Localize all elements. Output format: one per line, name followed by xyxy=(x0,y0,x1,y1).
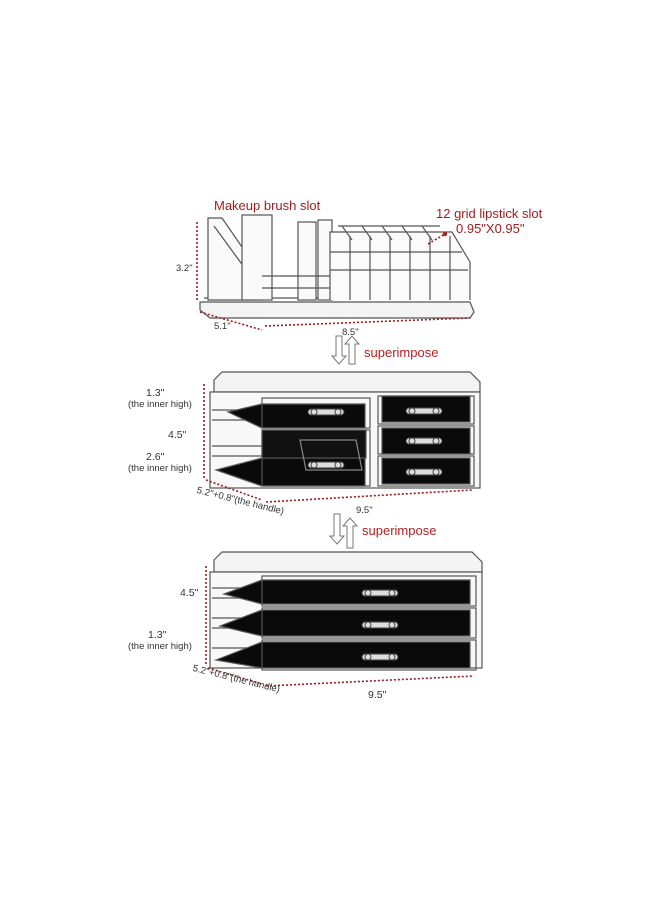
mid-h1-label: 1.3" xyxy=(146,387,165,399)
top-dimension-lines xyxy=(196,222,471,331)
superimpose-label-2: superimpose xyxy=(362,523,437,538)
lipstick-slot-label: 12 grid lipstick slot xyxy=(436,206,543,221)
bot-width-label: 9.5" xyxy=(368,689,387,701)
superimpose-label-1: superimpose xyxy=(364,345,439,360)
bot-h2-label: 1.3" xyxy=(148,629,167,641)
bot-h2-note: (the inner high) xyxy=(128,641,192,652)
top-width-label: 8.5" xyxy=(342,327,359,338)
middle-dimension-lines xyxy=(203,384,473,503)
mid-h2-label: 4.5" xyxy=(168,429,187,441)
middle-drawer-handles xyxy=(307,407,443,476)
bot-h1-label: 4.5" xyxy=(180,587,199,599)
brush-slot-label: Makeup brush slot xyxy=(214,198,321,213)
lipstick-size-label: 0.95"X0.95" xyxy=(456,221,525,236)
mid-h3-note: (the inner high) xyxy=(128,463,192,474)
top-organizer xyxy=(199,214,475,319)
superimpose-arrows-2 xyxy=(328,513,359,549)
mid-h1-note: (the inner high) xyxy=(128,399,192,410)
mid-h3-label: 2.6" xyxy=(146,451,165,463)
top-height-label: 3.2" xyxy=(176,263,193,274)
superimpose-arrows-1 xyxy=(330,335,361,365)
top-depth-label: 5.1" xyxy=(214,321,231,332)
bottom-drawer-unit xyxy=(209,551,483,671)
bottom-dimension-lines xyxy=(205,566,475,687)
mid-width-label: 9.5" xyxy=(356,505,373,516)
bottom-drawer-handles xyxy=(361,589,399,661)
